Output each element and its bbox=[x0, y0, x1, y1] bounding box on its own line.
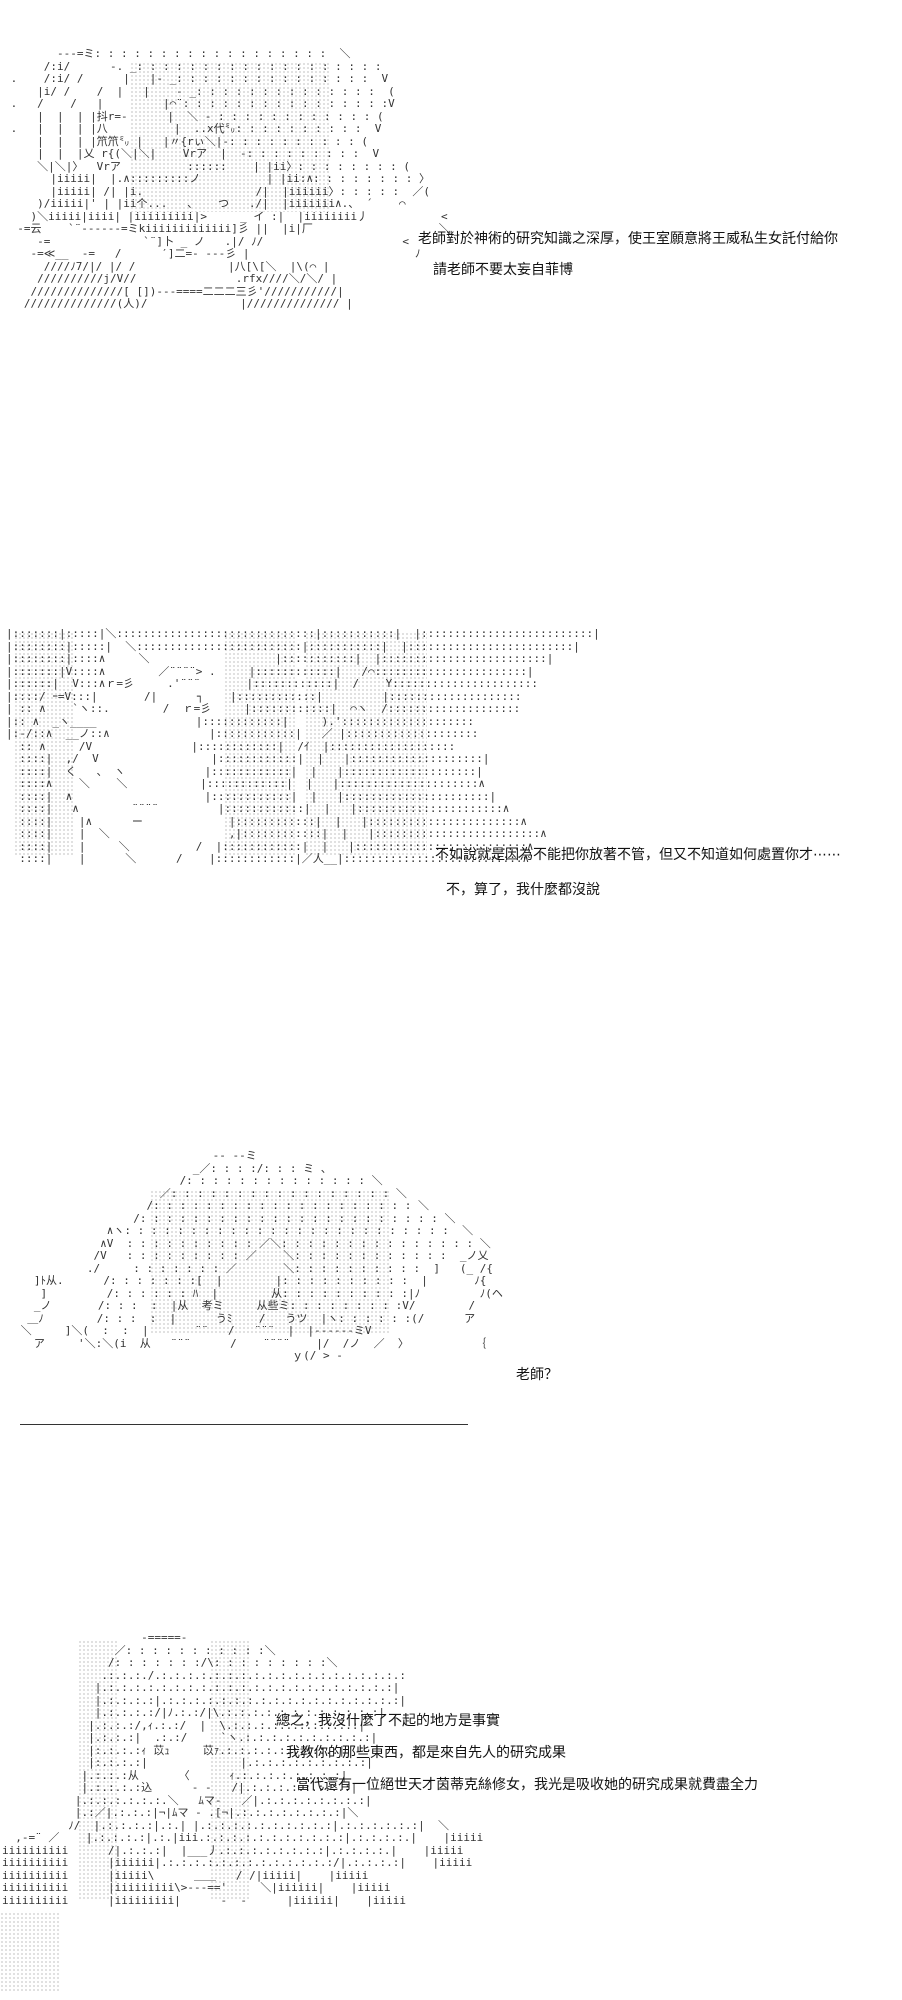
dialogue-line: 請老師不要太妄自菲博 bbox=[433, 262, 573, 278]
background-shading-left bbox=[14, 632, 74, 857]
dialogue-line: 當代還有一位絕世天才茵蒂克絲修女，我光是吸收她的研究成果就費盡全力 bbox=[296, 1777, 758, 1793]
dialogue-line: 總之，我沒什麼了不起的地方是事實 bbox=[276, 1713, 500, 1729]
panel-4: -=====- ／: : : : : : : : : : :＼ /: : : :… bbox=[0, 1520, 902, 2000]
shoulder-shading bbox=[0, 1912, 60, 1992]
panel-1: ---=ミ: : : : : : : : : : : : : : : : : :… bbox=[0, 0, 902, 460]
ascii-art-character: ---=ミ: : : : : : : : : : : : : : : : : :… bbox=[10, 47, 450, 310]
hair-shading bbox=[130, 62, 330, 212]
dialogue-line: 老師對於神術的研究知識之深厚，使王室願意將王威私生女託付給你 bbox=[418, 231, 838, 247]
panel-3: -- --ミ _／: : : :/: : : ミ 、 /: : : : : : … bbox=[0, 1000, 902, 1520]
ascii-art-character: -- --ミ _／: : : :/: : : ミ 、 /: : : : : : … bbox=[20, 1149, 503, 1362]
dialogue-line: 老師？ bbox=[516, 1367, 558, 1383]
dialogue-line: 我教你的那些東西，都是來自先人的研究成果 bbox=[286, 1745, 566, 1761]
background-shading-right bbox=[305, 632, 427, 857]
ground-line bbox=[20, 1424, 468, 1425]
ascii-art-character: -=====- ／: : : : : : : : : : :＼ /: : : :… bbox=[2, 1631, 484, 1907]
panel-2: |:::::::|:::::|＼::::::::::::::::::::::::… bbox=[0, 460, 902, 1000]
dialogue-line: 不如說就是因為不能把你放著不管，但又不知道如何處置你才⋯⋯ bbox=[435, 847, 841, 863]
hair-shading-left bbox=[78, 1640, 118, 1900]
dialogue-line: 不，算了，我什麼都沒說 bbox=[446, 882, 600, 898]
hair-shading bbox=[150, 1190, 390, 1335]
ascii-art-character: |:::::::|:::::|＼::::::::::::::::::::::::… bbox=[6, 627, 600, 865]
hair-shading-right bbox=[210, 1640, 250, 1900]
background-shading-mid bbox=[224, 632, 296, 857]
